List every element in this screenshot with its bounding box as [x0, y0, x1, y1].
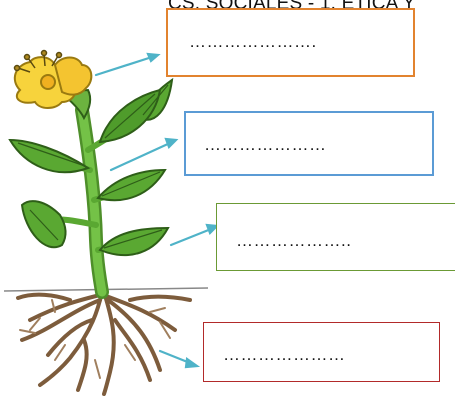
flower-label-box[interactable]: ………………….	[166, 8, 415, 77]
stem-label-box[interactable]: …………………	[184, 111, 434, 176]
leaf	[8, 138, 91, 174]
roots	[16, 290, 192, 396]
pointer-arrows	[94, 52, 220, 369]
root-hairs	[19, 299, 171, 379]
leaf-label-box[interactable]: ………………..	[216, 203, 455, 271]
leaf	[98, 226, 170, 257]
stamens	[13, 49, 63, 73]
flower	[13, 56, 93, 109]
root-label-blank[interactable]: …………………	[223, 345, 346, 364]
leaf	[96, 168, 167, 202]
flower-label-blank[interactable]: ………………….	[189, 32, 317, 51]
stem-label-blank[interactable]: …………………	[204, 135, 327, 154]
leaf-label-blank[interactable]: ………………..	[236, 231, 352, 250]
root-label-box[interactable]: …………………	[203, 322, 440, 382]
